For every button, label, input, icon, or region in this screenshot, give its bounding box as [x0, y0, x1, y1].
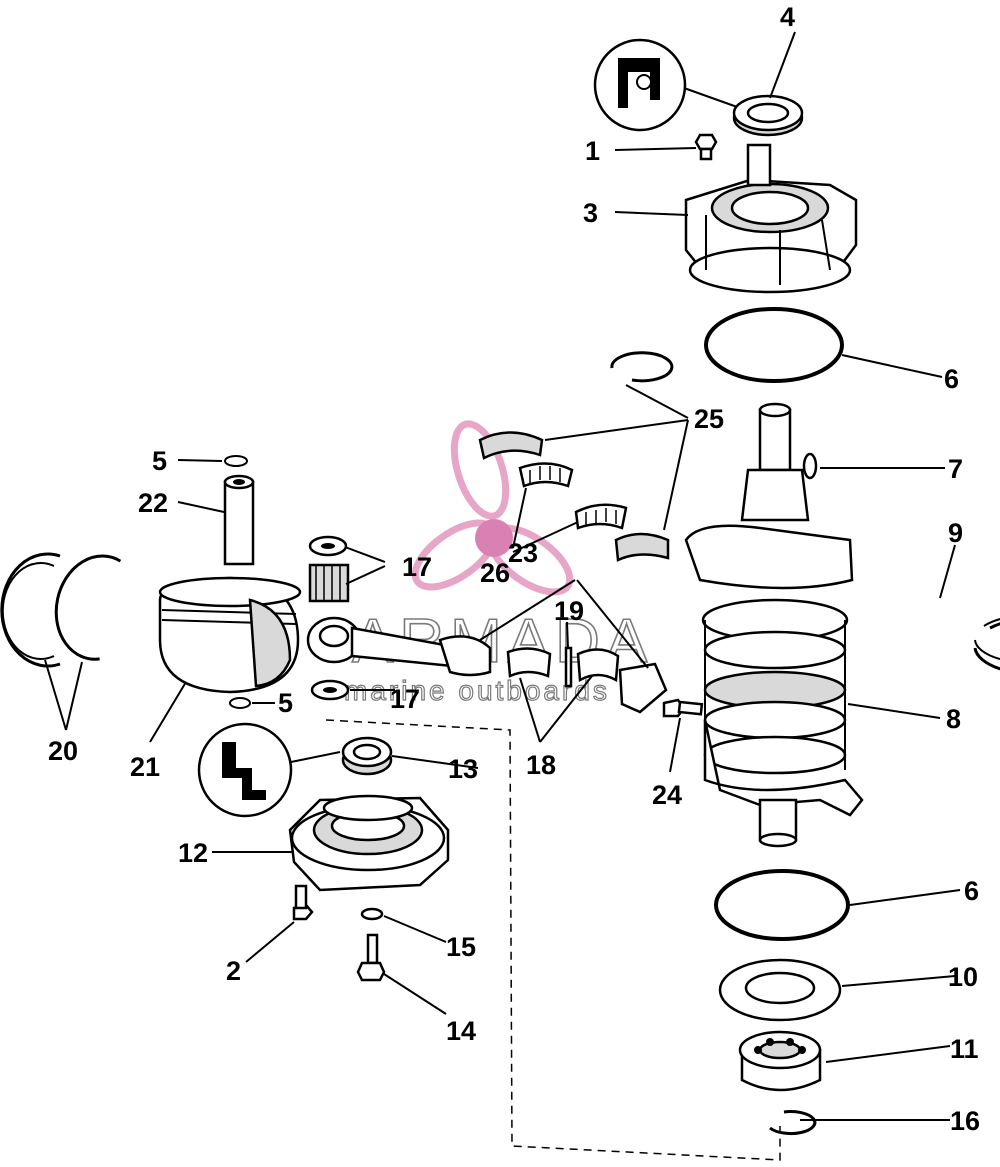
callout-17-bottom: 17: [390, 684, 420, 714]
part-6-o-ring-upper: [704, 307, 844, 383]
part-5-clip-bottom: [229, 697, 251, 709]
part-4-seal: [732, 94, 804, 137]
callout-labels: 4 1 3 6 25 7 9 8 6 10 11 16 5 22 17 23 2…: [48, 2, 980, 1136]
part-9-ring: [973, 618, 1000, 671]
callout-11: 11: [950, 1034, 979, 1064]
part-18-needle-cage-left: [506, 647, 552, 678]
callout-21: 21: [130, 752, 160, 782]
callout-2: 2: [226, 956, 241, 986]
part-8-crankshaft: [684, 402, 864, 848]
part-25-bearing-cage-left: [478, 431, 544, 460]
callout-17-top: 17: [402, 552, 432, 582]
callout-4: 4: [780, 2, 795, 32]
callout-9: 9: [948, 518, 963, 548]
callout-6-upper: 6: [944, 364, 959, 394]
part-21-piston: [158, 576, 302, 694]
callout-5-top: 5: [152, 446, 167, 476]
part-17-washer-top: [308, 535, 348, 557]
seal-detail-inset-top: [593, 38, 741, 132]
part-26-needle-bearing: [518, 462, 574, 488]
callout-25: 25: [694, 404, 724, 434]
part-3-upper-bearing-housing: [684, 143, 858, 294]
part-13-seal: [341, 736, 393, 776]
part-11-ball-bearing: [738, 1030, 822, 1092]
part-16-snap-ring: [769, 1110, 817, 1136]
watermark-propeller-logo: [411, 420, 574, 596]
part-5-clip-top: [224, 455, 248, 467]
seal-detail-inset-bottom: [197, 722, 341, 818]
part-14-screw: [356, 933, 386, 982]
callout-8: 8: [946, 704, 961, 734]
part-18-needle-cage-right: [576, 648, 620, 683]
part-10-plate: [718, 958, 842, 1022]
callout-23: 23: [508, 538, 538, 568]
part-19-dowel: [564, 646, 573, 688]
part-1-screw: [694, 133, 718, 161]
leader-lines: [44, 31, 961, 1121]
rod-cap: [618, 662, 668, 714]
callout-5-bottom: 5: [278, 688, 293, 718]
callout-7: 7: [948, 454, 963, 484]
part-22-piston-pin: [223, 474, 255, 566]
part-7-key: [802, 452, 818, 480]
callout-6-lower: 6: [964, 876, 979, 906]
part-23-needle-bearing: [574, 503, 628, 530]
callout-14: 14: [446, 1016, 476, 1046]
part-12-lower-bearing-housing: [288, 794, 450, 892]
part-20-piston-rings: [0, 552, 122, 668]
callout-16: 16: [950, 1106, 980, 1136]
callout-18: 18: [526, 750, 556, 780]
callout-10: 10: [948, 962, 978, 992]
part-24-rod-bolt: [662, 698, 704, 718]
callout-12: 12: [178, 838, 208, 868]
callout-20: 20: [48, 736, 78, 766]
callout-15: 15: [446, 932, 476, 962]
connecting-rod: [306, 616, 492, 677]
callout-1: 1: [585, 136, 600, 166]
part-25-bearing-cage-right: [614, 532, 670, 562]
callout-22: 22: [138, 488, 168, 518]
callout-13: 13: [448, 754, 478, 784]
assembly-path-dashed-line: [325, 719, 781, 1161]
part-17-needle-bearing: [308, 563, 350, 603]
callout-3: 3: [583, 198, 598, 228]
callout-26: 26: [480, 558, 510, 588]
callout-19: 19: [554, 596, 584, 626]
part-6-o-ring-lower: [714, 869, 850, 941]
part-2-screw: [292, 884, 314, 921]
part-25-retaining-ring: [610, 351, 674, 383]
part-15-lockwasher: [360, 907, 384, 921]
callout-24: 24: [652, 780, 682, 810]
part-17-washer-bottom: [310, 679, 350, 701]
